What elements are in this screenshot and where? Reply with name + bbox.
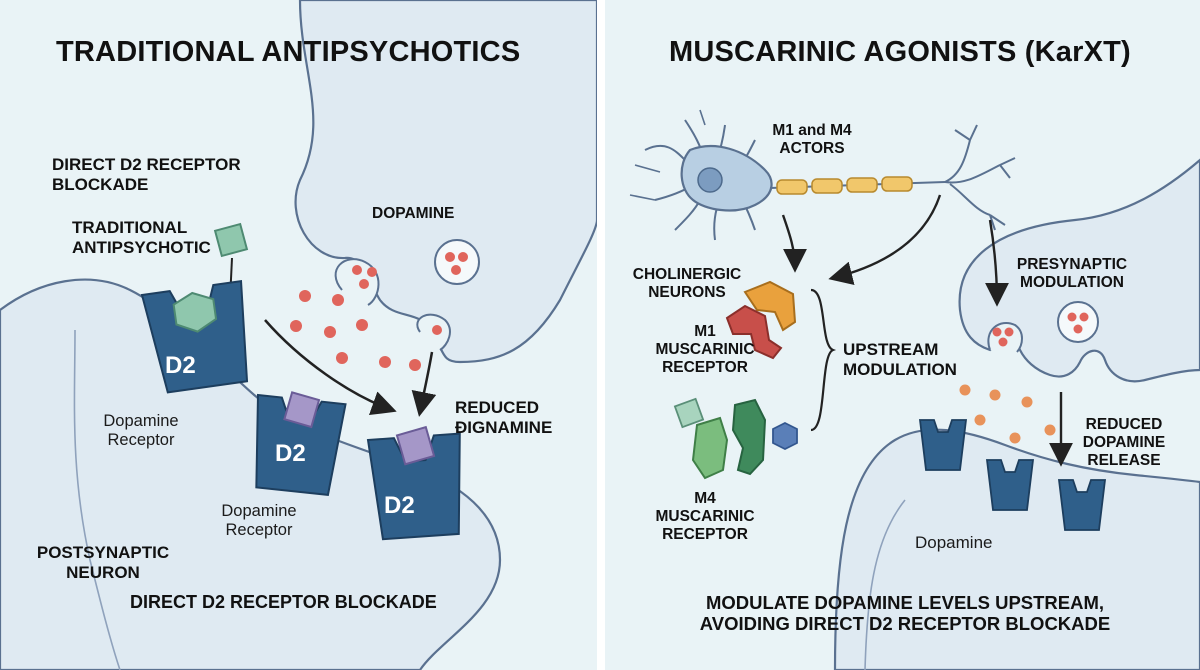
presynaptic-terminal-right [958, 158, 1200, 383]
dopamine-receptor-r3 [1057, 479, 1107, 531]
reduced-release-line3: RELEASE [1087, 451, 1161, 469]
receptor-1-line1: Dopamine [103, 412, 179, 430]
arrow-axon-m1 [828, 194, 942, 285]
postsynaptic-neuron-left [0, 278, 502, 670]
m1-muscarinic-receptor-label: M1 MUSCARINIC RECEPTOR [645, 323, 765, 376]
right-illustration [629, 109, 1200, 670]
postsynaptic-inner-membrane [73, 329, 121, 670]
receptor-2-line2: Receptor [225, 520, 293, 539]
direct-d2-label-line2: BLOCKADE [52, 174, 149, 194]
postsynaptic-line1: POSTSYNAPTIC [36, 543, 170, 562]
vesicle-left [434, 239, 480, 285]
arrow-actors-m1 [781, 214, 807, 273]
receptor-1-line2: Receptor [107, 430, 175, 449]
release-pocket-left [334, 258, 451, 351]
m4-line1: M4 [694, 490, 716, 507]
traditional-antipsychotic-label: TRADITIONAL ANTIPSYCHOTIC [72, 218, 211, 257]
d2-receptor-1 [140, 279, 249, 394]
left-illustration [0, 0, 597, 670]
m1-line1: M1 [694, 323, 716, 340]
cholinergic-line2: NEURONS [648, 283, 726, 301]
reduced-dopamine-release-label: REDUCED DOPAMINE RELEASE [1069, 416, 1179, 469]
m1-m4-actors-label: M1 and M4 ACTORS [757, 122, 867, 158]
arrow-to-receptor [264, 319, 397, 416]
m4-muscarinic-receptor-label: M4 MUSCARINIC RECEPTOR [645, 490, 765, 543]
vesicle-right [987, 301, 1099, 353]
arrow-reduced [411, 351, 437, 417]
reduced-line2: ÐIGNAMINE [455, 417, 553, 437]
m1-line3: RECEPTOR [662, 358, 748, 376]
panel-divider [597, 0, 605, 670]
d2-receptor-3 [366, 425, 461, 541]
d2-label-1: D2 [165, 352, 196, 379]
dopamine-label-right: Dopamine [915, 533, 993, 552]
d2-label-2: D2 [275, 440, 306, 467]
postsynaptic-neuron-label: POSTSYNAPTIC NEURON [28, 543, 178, 582]
upstream-bracket [810, 288, 837, 432]
dopamine-receptor-r2 [985, 459, 1035, 511]
dopamine-molecules-left [290, 290, 421, 371]
cholinergic-neurons-label: CHOLINERGIC NEURONS [627, 266, 747, 302]
antipsychotic-molecule [213, 222, 249, 258]
left-panel-title: TRADITIONAL ANTIPSYCHOTICS [56, 36, 521, 68]
antipsychotic-line2: ANTIPSYCHOTIC [72, 237, 211, 257]
dopamine-receptor-label-2: Dopamine Receptor [204, 502, 314, 540]
left-bottom-caption: DIRECT D2 RECEPTOR BLOCKADE [130, 592, 437, 612]
right-panel-title: MUSCARINIC AGONISTS (KarXT) [669, 36, 1131, 68]
postsynaptic-neuron-right [833, 428, 1200, 670]
m1-line2: MUSCARINIC [655, 340, 755, 358]
upstream-line2: MODULATION [843, 359, 957, 379]
actors-line2: ACTORS [779, 139, 845, 157]
right-bottom-caption: MODULATE DOPAMINE LEVELS UPSTREAM, AVOID… [645, 592, 1165, 635]
upstream-modulation-label: UPSTREAM MODULATION [843, 340, 957, 379]
antipsychotic-line1: TRADITIONAL [72, 218, 188, 237]
m4-line2: MUSCARINIC [655, 507, 755, 525]
direct-d2-label-line1: DIRECT D2 RECEPTOR [52, 155, 241, 174]
receptor-2-line1: Dopamine [221, 502, 297, 520]
presynaptic-line2: MODULATION [1020, 273, 1124, 291]
reduced-release-line2: DOPAMINE [1082, 433, 1166, 451]
caption-line2: AVOIDING DIRECT D2 RECEPTOR BLOCKADE [699, 613, 1111, 635]
cholinergic-line1: CHOLINERGIC [632, 266, 742, 283]
dopamine-receptor-label-1: Dopamine Receptor [86, 412, 196, 450]
presynaptic-modulation-label: PRESYNAPTIC MODULATION [1007, 256, 1137, 292]
reduced-line1: REDUCED [455, 398, 540, 417]
d2-receptor-2 [255, 391, 347, 496]
dopamine-molecules-right [959, 384, 1056, 444]
dopamine-receptor-r1 [918, 419, 968, 471]
presynaptic-line1: PRESYNAPTIC [1016, 256, 1128, 273]
reduced-release-line1: REDUCED [1085, 416, 1163, 433]
actors-line1: M1 and M4 [772, 122, 852, 139]
reduced-label-left: REDUCED ÐIGNAMINE [455, 398, 552, 437]
postsynaptic-inner-right [864, 499, 906, 670]
right-panel: MUSCARINIC AGONISTS (KarXT) M1 and M4 AC… [605, 0, 1200, 670]
d2-label-3: D2 [384, 492, 415, 519]
left-panel: TRADITIONAL ANTIPSYCHOTICS DIRECT D2 REC… [0, 0, 597, 670]
m4-line3: RECEPTOR [662, 525, 748, 543]
dopamine-label-left: DOPAMINE [372, 205, 455, 222]
caption-line1: MODULATE DOPAMINE LEVELS UPSTREAM, [705, 592, 1105, 613]
m1-receptor [725, 280, 797, 360]
postsynaptic-line2: NEURON [66, 562, 140, 582]
arrow-presynaptic [984, 219, 1009, 307]
direct-d2-blockade-label: DIRECT D2 RECEPTOR BLOCKADE [52, 155, 241, 194]
upstream-line1: UPSTREAM [843, 340, 939, 359]
m4-receptor [673, 397, 798, 480]
cholinergic-neuron [629, 109, 1016, 241]
